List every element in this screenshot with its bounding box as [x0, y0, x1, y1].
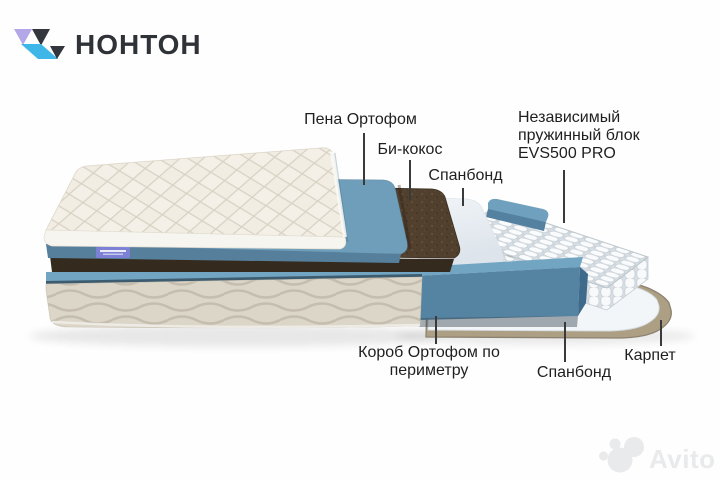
mattress-lower-block: [45, 265, 423, 329]
brand-tag: [96, 247, 130, 258]
leader-line-bi-kokos: [409, 160, 411, 200]
leader-line-spring-block: [563, 170, 565, 223]
box-end: [578, 267, 588, 316]
quilt-top-cover: [43, 147, 349, 250]
side-fabric: [45, 276, 423, 329]
perimeter-foam-box: [416, 257, 588, 327]
label-karpet: Карпет: [624, 347, 676, 364]
logo-dark-triangle-2: [50, 46, 65, 59]
box-top: [416, 257, 583, 276]
leader-line-spanbond-top: [462, 188, 464, 206]
quilt-right-piping: [330, 151, 347, 238]
perimeter-foam-rail-back: [486, 198, 549, 231]
foam-front: [46, 244, 401, 263]
label-pena-ortofom: Пена Ортофом: [304, 111, 417, 128]
avito-watermark: Avito: [596, 432, 718, 480]
coconut-edge-shadow: [397, 184, 412, 250]
avito-circle-tiny-left: [599, 451, 608, 461]
label-korob-ortofom: Короб Ортофом по периметру: [358, 344, 500, 379]
label-bi-kokos: Би-кокос: [377, 141, 443, 158]
box-front: [416, 267, 580, 320]
brand-name: НОНТОН: [75, 29, 202, 60]
leader-line-karpet: [660, 320, 662, 346]
rail-front: [486, 209, 546, 231]
logo-lavender-triangle: [14, 29, 32, 45]
rail-top: [488, 198, 549, 222]
leader-line-korob: [435, 316, 437, 344]
avito-logo-icon: Avito: [599, 437, 716, 474]
avito-circle-large: [607, 447, 633, 473]
logo-dark-triangle: [32, 29, 50, 46]
leader-line-spanbond-bottom: [564, 322, 566, 362]
label-spring-block: Независимый пружинный блок EVS500 PRO: [518, 109, 640, 162]
avito-wordmark: Avito: [649, 444, 716, 474]
avito-circle-small-top: [609, 438, 621, 450]
leader-line-pena: [363, 133, 365, 185]
quilt-top-face: [45, 147, 346, 238]
quilt-front-band: [43, 229, 347, 250]
brand-logo: НОНТОН: [13, 28, 202, 62]
logo-cyan-band: [21, 44, 58, 59]
side-fabric-piping: [51, 320, 421, 329]
brand-tag-text-line2: [103, 253, 123, 255]
box-under-shadow: [417, 316, 578, 327]
brand-tag-text-line: [100, 250, 126, 252]
brand-logo-icon: [14, 29, 65, 59]
label-spanbond-bottom: Спанбонд: [536, 364, 612, 381]
label-spanbond-top: Спанбонд: [428, 167, 503, 184]
